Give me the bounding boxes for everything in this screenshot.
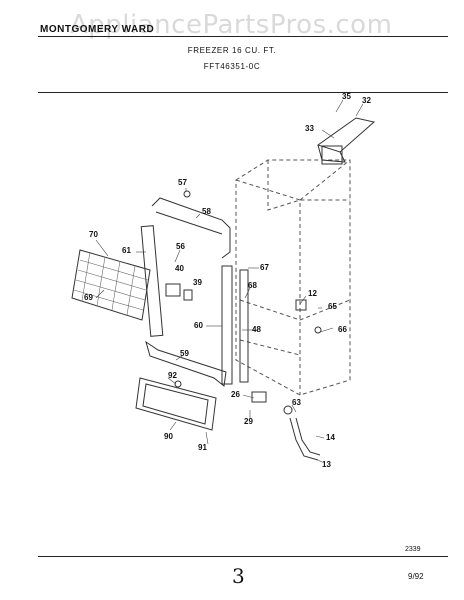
part-label: 14 xyxy=(326,433,335,442)
part-label: 66 xyxy=(338,325,347,334)
title-line2: FFT46351-0C xyxy=(203,62,261,71)
header-rule xyxy=(38,36,448,37)
part-label: 35 xyxy=(342,92,351,101)
brand-header: MONTGOMERY WARD xyxy=(40,24,155,35)
part-label: 92 xyxy=(168,371,177,380)
part-label: 60 xyxy=(194,321,203,330)
part-label: 58 xyxy=(202,207,211,216)
part-label: 33 xyxy=(305,124,314,133)
revision-date: 9/92 xyxy=(408,572,424,581)
page-number: 3 xyxy=(232,564,245,588)
part-label: 61 xyxy=(122,246,131,255)
bottom-rule xyxy=(38,556,448,557)
part-label: 13 xyxy=(322,460,331,469)
part-label: 26 xyxy=(231,390,240,399)
part-label: 56 xyxy=(176,242,185,251)
part-label: 59 xyxy=(180,349,189,358)
part-label: 39 xyxy=(193,278,202,287)
part-label: 63 xyxy=(292,398,301,407)
part-label: 69 xyxy=(84,293,93,302)
top-rule xyxy=(38,92,448,93)
part-label: 65 xyxy=(328,302,337,311)
part-label: 91 xyxy=(198,443,207,452)
part-label: 48 xyxy=(252,325,261,334)
part-label: 90 xyxy=(164,432,173,441)
part-label: 67 xyxy=(260,263,269,272)
part-label: 70 xyxy=(89,230,98,239)
part-label: 40 xyxy=(175,264,184,273)
watermark: AppliancePartsPros.com xyxy=(70,10,393,40)
part-label: 29 xyxy=(244,417,253,426)
part-label: 32 xyxy=(362,96,371,105)
part-label: 68 xyxy=(248,281,257,290)
part-label: 12 xyxy=(308,289,317,298)
part-label: 57 xyxy=(178,178,187,187)
drawing-code: 2339 xyxy=(405,546,421,553)
title-line1: FREEZER 16 CU. FT. xyxy=(187,46,277,55)
